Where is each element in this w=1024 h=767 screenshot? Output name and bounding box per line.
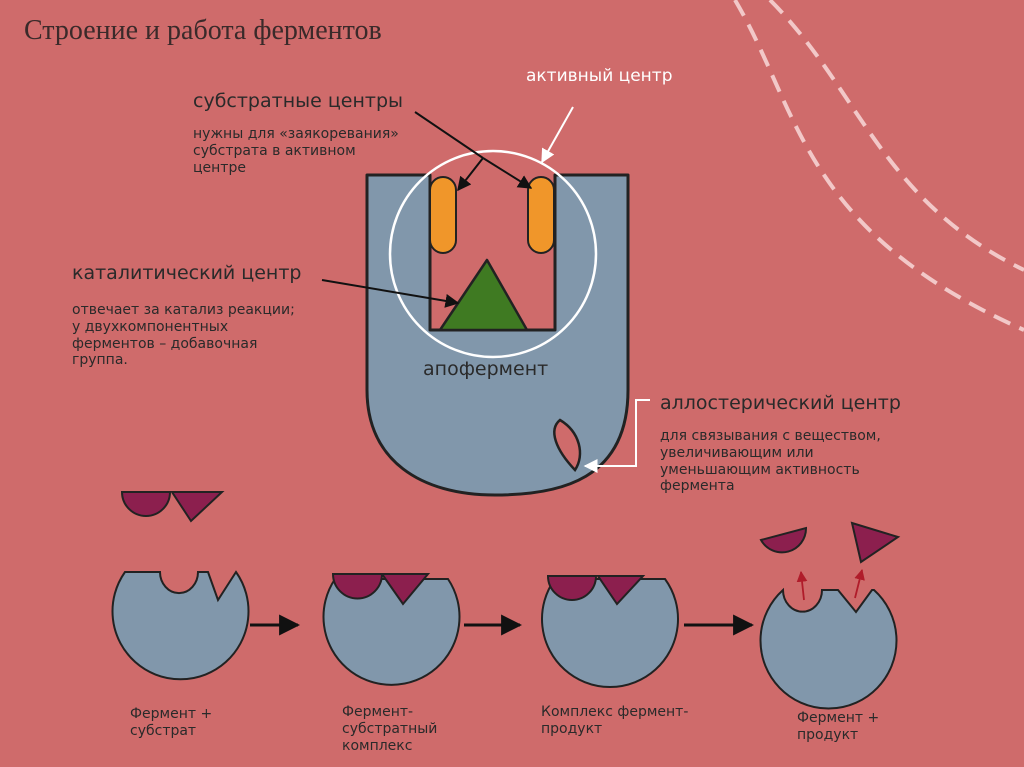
apoenzyme-shape bbox=[365, 173, 630, 497]
page-title: Строение и работа ферментов bbox=[24, 15, 382, 46]
catalytic-center-triangle bbox=[438, 258, 529, 332]
release-arrow-left bbox=[796, 570, 808, 601]
label-active-center: активный центр bbox=[526, 66, 673, 86]
substrate-triangle-free bbox=[170, 491, 225, 523]
arrow-substrate-center-left bbox=[457, 157, 484, 192]
desc-allosteric-center: для связывания с веществом, увеличивающи… bbox=[660, 428, 881, 495]
substrate-semicircle-free bbox=[120, 491, 172, 517]
decor-dashed-curve-outer bbox=[733, 0, 1024, 332]
desc-substrate-centers: нужны для «заякоревания» субстрата в акт… bbox=[193, 126, 399, 176]
arrow-catalytic-center bbox=[321, 279, 460, 308]
label-substrate-centers: субстратные центры bbox=[193, 90, 404, 112]
product-triangle-released bbox=[850, 521, 901, 564]
arrow-substrate-centers-stem bbox=[414, 111, 484, 159]
enzyme-step-4 bbox=[759, 587, 898, 710]
product-semicircle-released bbox=[759, 526, 808, 554]
caption-step-3: Комплекс фермент- продукт bbox=[541, 704, 689, 737]
enzyme-step-1 bbox=[111, 570, 250, 681]
desc-catalytic-center: отвечает за катализ реакции; у двухкомпо… bbox=[72, 302, 295, 369]
caption-step-4: Фермент + продукт bbox=[797, 710, 880, 743]
substrate-triangle-step-2 bbox=[380, 573, 431, 606]
label-catalytic-center: каталитический центр bbox=[72, 262, 302, 284]
caption-step-2: Фермент- субстратный комплекс bbox=[342, 704, 438, 754]
substrate-center-left bbox=[429, 176, 457, 254]
caption-step-1: Фермент + субстрат bbox=[130, 706, 213, 739]
arrow-allosteric-center bbox=[583, 399, 650, 473]
allosteric-notch-shape bbox=[553, 418, 582, 472]
enzyme-step-3 bbox=[541, 578, 679, 688]
substrate-center-right bbox=[527, 176, 555, 254]
enzyme-step-2 bbox=[322, 578, 461, 686]
decor-dashed-curve-inner bbox=[768, 0, 1024, 272]
active-center-circle bbox=[388, 149, 598, 359]
arrow-active-center bbox=[541, 106, 574, 164]
label-apoenzyme: апофермент bbox=[423, 358, 549, 380]
product-semicircle-step-3 bbox=[546, 575, 598, 601]
arrow-substrate-center-right bbox=[482, 157, 533, 189]
label-allosteric-center: аллостерический центр bbox=[660, 392, 901, 414]
release-arrow-right bbox=[854, 568, 865, 599]
substrate-semicircle-step-2 bbox=[331, 573, 384, 600]
product-triangle-step-3 bbox=[596, 575, 646, 606]
